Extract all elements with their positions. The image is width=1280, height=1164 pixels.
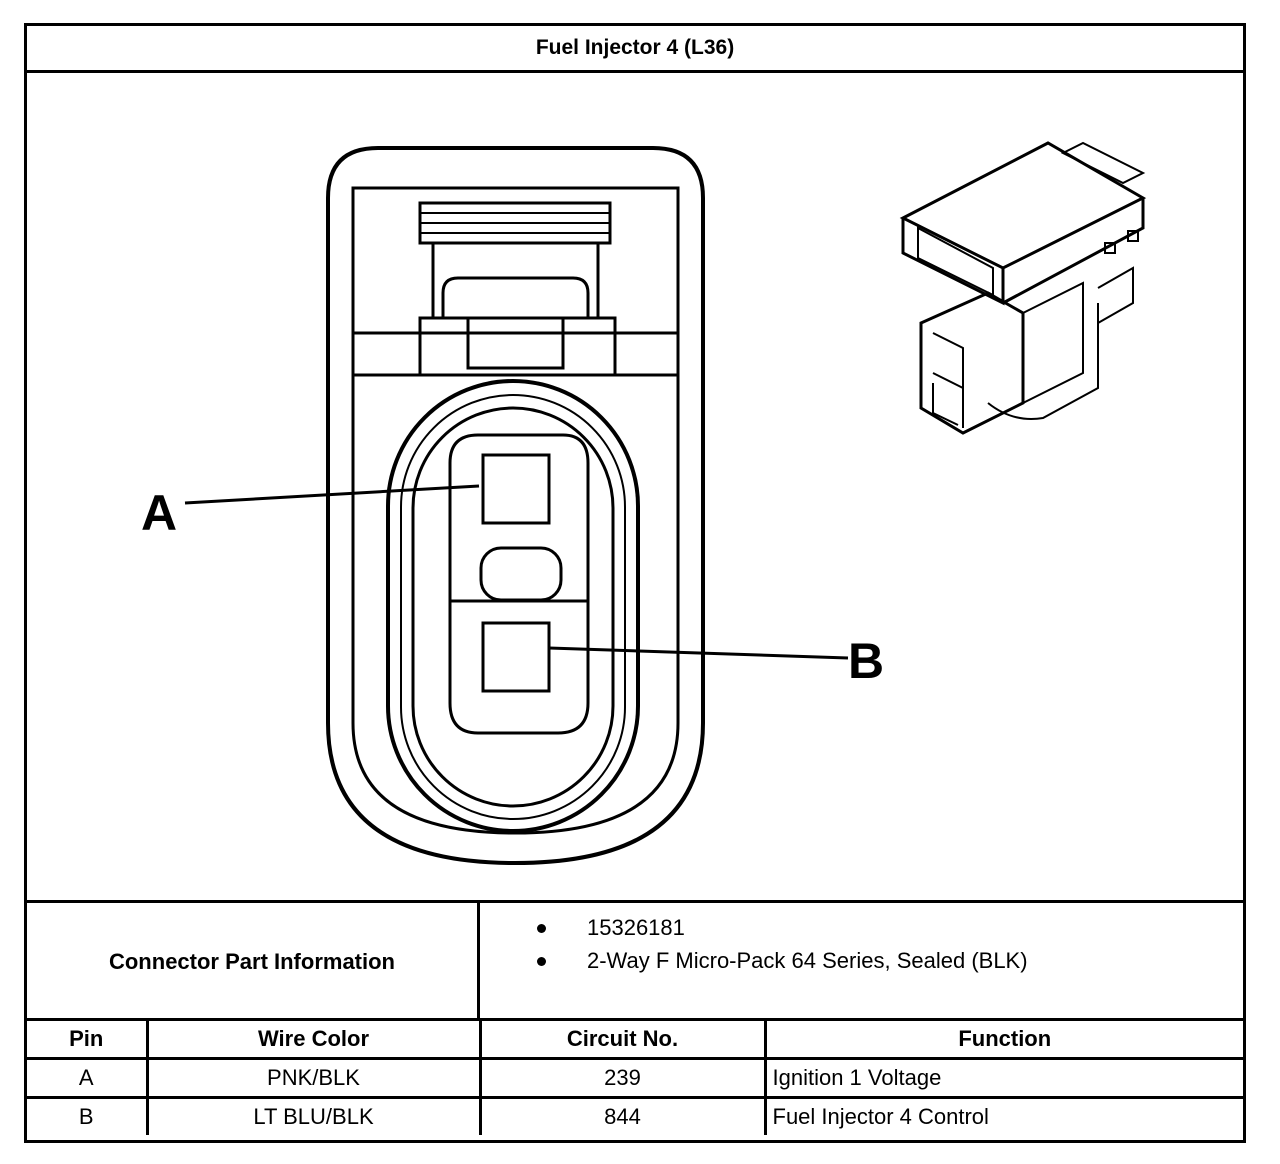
callout-a-label: A (141, 485, 177, 541)
column-header-pin: Pin (27, 1018, 149, 1060)
connector-figure: A B (27, 70, 1243, 900)
column-header-circuit: Circuit No. (478, 1018, 767, 1060)
bullet-icon (537, 957, 546, 966)
table-row: B LT BLU/BLK 844 Fuel Injector 4 Control (27, 1096, 1243, 1135)
circuit-cell: 844 (478, 1096, 767, 1135)
function-cell: Fuel Injector 4 Control (763, 1096, 1243, 1135)
connector-info-list: 15326181 2-Way F Micro-Pack 64 Series, S… (483, 903, 1243, 1021)
callout-a-leader (184, 484, 480, 505)
bullet-icon (537, 924, 546, 933)
connector-sheet: Fuel Injector 4 (L36) (24, 23, 1246, 1143)
connector-isometric-view (899, 141, 1147, 435)
connector-face-view (326, 146, 705, 866)
table-header-row: Pin Wire Color Circuit No. Function (27, 1018, 1243, 1060)
part-description: 2-Way F Micro-Pack 64 Series, Sealed (BL… (587, 948, 1028, 973)
wire-color-cell: PNK/BLK (145, 1057, 482, 1099)
column-header-function: Function (763, 1018, 1243, 1060)
pin-table: Pin Wire Color Circuit No. Function A PN… (27, 1018, 1243, 1135)
callout-b-label: B (848, 633, 884, 689)
column-header-wire-color: Wire Color (145, 1018, 482, 1060)
wire-color-cell: LT BLU/BLK (145, 1096, 482, 1135)
pin-cell: A (27, 1057, 149, 1099)
circuit-cell: 239 (478, 1057, 767, 1099)
connector-info-label: Connector Part Information (27, 903, 480, 1021)
callout-b-leader (548, 646, 849, 660)
table-row: A PNK/BLK 239 Ignition 1 Voltage (27, 1057, 1243, 1099)
connector-drawing: A B (141, 141, 1147, 866)
connector-info-row: Connector Part Information 15326181 2-Wa… (27, 900, 1243, 1021)
pin-cell: B (27, 1096, 149, 1135)
part-number: 15326181 (587, 915, 685, 940)
function-cell: Ignition 1 Voltage (763, 1057, 1243, 1099)
page-title: Fuel Injector 4 (L36) (27, 26, 1243, 73)
